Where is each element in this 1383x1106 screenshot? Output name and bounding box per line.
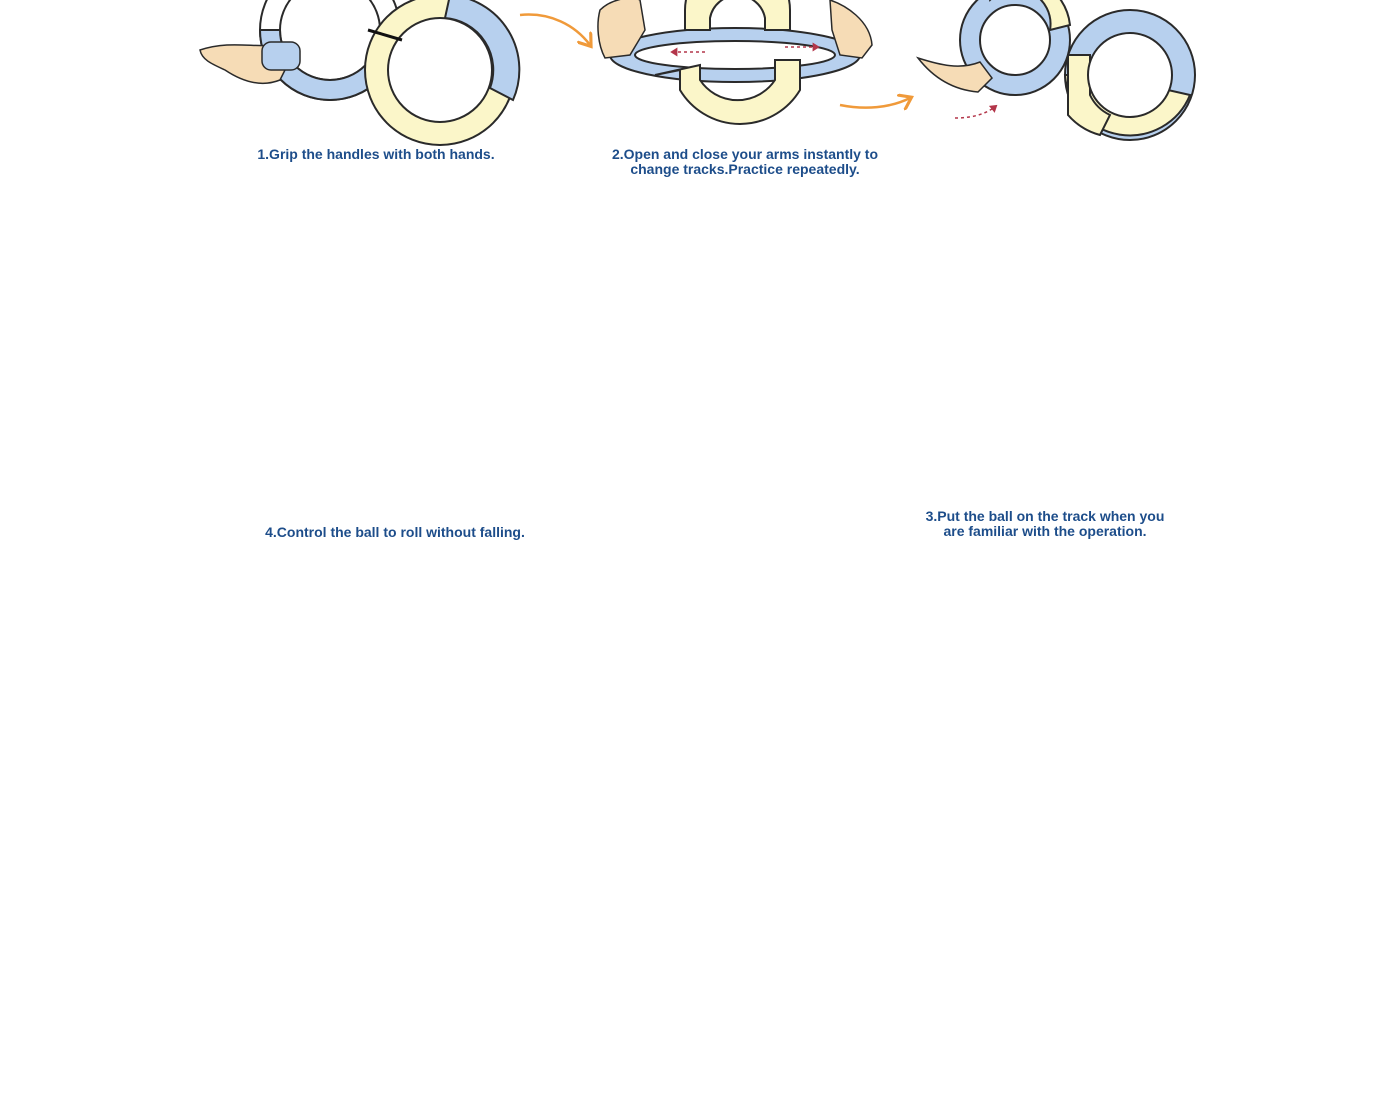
hand-icon xyxy=(597,0,646,59)
step2-caption-line1: 2.Open and close your arms instantly to xyxy=(611,146,879,162)
orange-curved-arrow-icon xyxy=(839,98,910,108)
track-loop-yellow xyxy=(364,0,521,146)
step2-caption: 2.Open and close your arms instantly to … xyxy=(580,147,910,177)
step4-caption: 4.Control the ball to roll without falli… xyxy=(230,525,560,540)
step2-caption-line2: change tracks.Practice repeatedly. xyxy=(630,161,860,177)
handle-icon xyxy=(261,41,301,71)
step3-top-panel xyxy=(915,0,1196,141)
step1-panel xyxy=(199,0,521,146)
hand-icon xyxy=(915,56,993,93)
step4-caption-text: 4.Control the ball to roll without falli… xyxy=(265,524,525,540)
step1-caption: 1.Grip the handles with both hands. xyxy=(222,147,530,162)
step3-caption-line1: 3.Put the ball on the track when you xyxy=(925,508,1165,524)
step3-caption: 3.Put the ball on the track when you are… xyxy=(895,509,1195,539)
step3-caption-line2: are familiar with the operation. xyxy=(943,523,1147,539)
hand-icon xyxy=(829,0,873,59)
step2-panel xyxy=(597,0,873,125)
step1-caption-text: 1.Grip the handles with both hands. xyxy=(257,146,495,162)
orange-curved-arrow-icon xyxy=(519,13,590,45)
